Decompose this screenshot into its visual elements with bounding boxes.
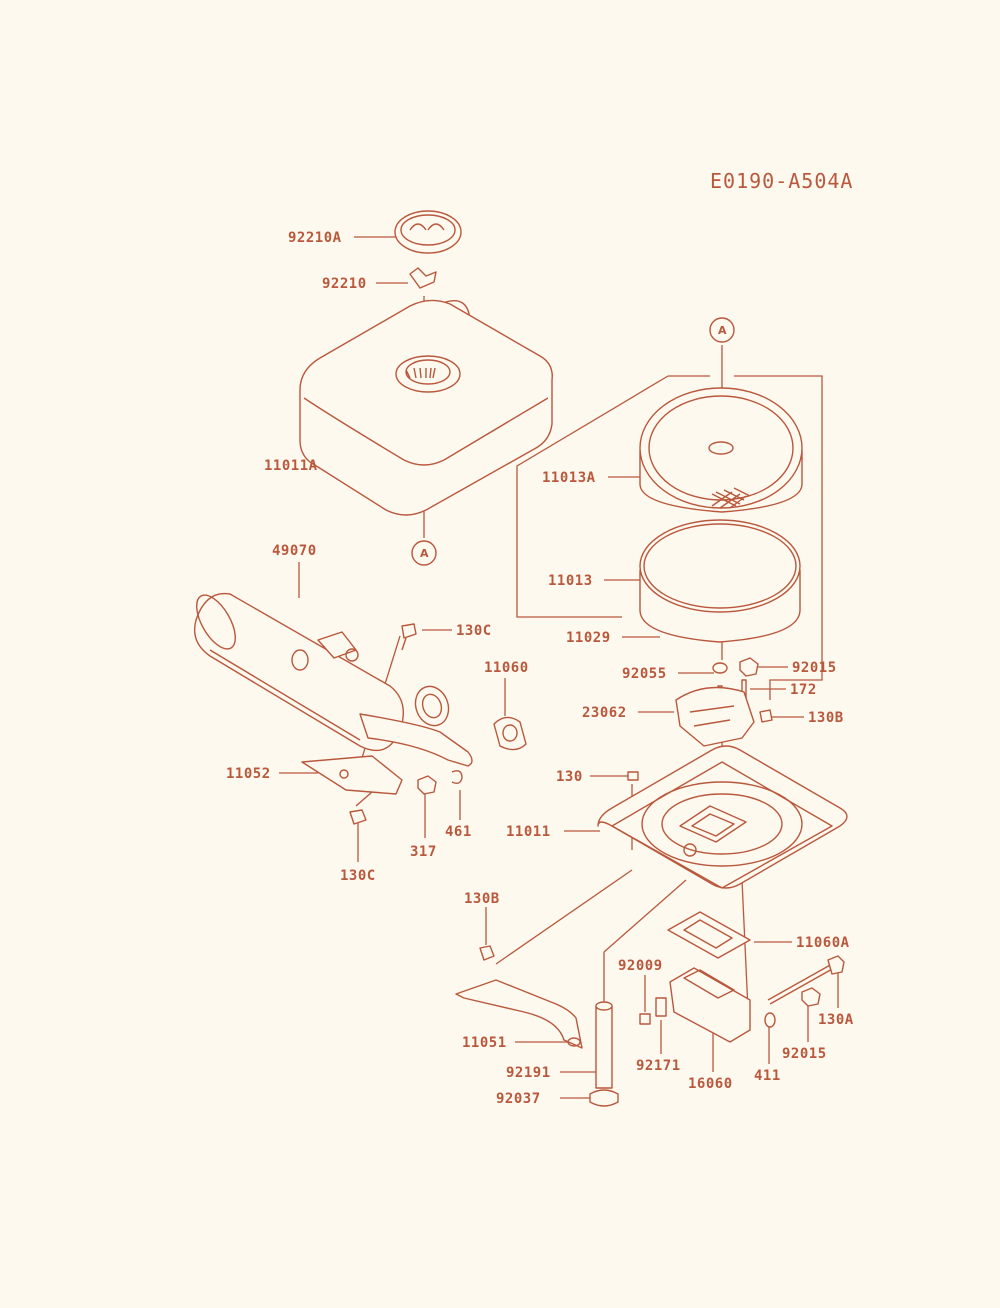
- label-130B-left: 130B: [464, 891, 500, 907]
- label-11013A: 11013A: [542, 470, 596, 486]
- label-11052: 11052: [226, 766, 271, 782]
- label-92015-bottom: 92015: [782, 1046, 827, 1062]
- label-92191: 92191: [506, 1065, 551, 1081]
- label-11029: 11029: [566, 630, 611, 646]
- ref-mark-a-top-label: A: [718, 324, 727, 337]
- part-23062-bracket: [675, 686, 755, 747]
- part-130A-bolt: [767, 955, 845, 1005]
- part-11060A-gasket: [667, 911, 751, 959]
- label-23062: 23062: [582, 705, 627, 721]
- label-130C-bottom: 130C: [340, 868, 376, 884]
- part-130B-bolt-left: [479, 945, 495, 961]
- label-16060: 16060: [688, 1076, 733, 1092]
- label-92171: 92171: [636, 1058, 681, 1074]
- label-411: 411: [754, 1068, 781, 1084]
- part-11052-bracket: [301, 755, 403, 795]
- part-461-clip: [451, 770, 463, 785]
- part-11013A-filter-element: [639, 387, 803, 513]
- part-92015-nut-bottom: [801, 987, 821, 1007]
- part-130-bolt: [627, 771, 639, 781]
- label-11051: 11051: [462, 1035, 507, 1051]
- part-92015-nut-top: [739, 657, 759, 677]
- part-92210-wing-nut: [409, 267, 437, 289]
- ref-mark-a-bottom: [411, 540, 437, 566]
- label-172: 172: [790, 682, 817, 698]
- label-11011: 11011: [506, 824, 551, 840]
- part-130B-bolt-right: [759, 709, 773, 723]
- part-411-washer: [764, 1012, 776, 1028]
- diagram-code: E0190-A504A: [710, 169, 853, 193]
- part-49070-muffler: [193, 592, 473, 767]
- part-92171-clip: [655, 997, 667, 1017]
- part-317-nut: [417, 775, 437, 795]
- label-49070: 49070: [272, 543, 317, 559]
- part-11051-stay: [455, 979, 583, 1049]
- part-16060-holder: [669, 967, 751, 1043]
- part-92191-pipe: [595, 1001, 613, 1089]
- label-92009: 92009: [618, 958, 663, 974]
- label-92037: 92037: [496, 1091, 541, 1107]
- ref-mark-a-bottom-label: A: [420, 547, 429, 560]
- part-92210A-cap: [394, 210, 462, 254]
- ref-mark-a-top: [709, 317, 735, 343]
- label-92210: 92210: [322, 276, 367, 292]
- part-130C-bolt-bottom: [349, 791, 373, 825]
- label-130C-top: 130C: [456, 623, 492, 639]
- label-11011A: 11011A: [264, 458, 318, 474]
- label-130A: 130A: [818, 1012, 854, 1028]
- part-11060-gasket: [493, 716, 527, 751]
- part-11011A-cover: [299, 299, 553, 516]
- part-11013-precleaner: [639, 519, 801, 643]
- part-130C-bolt-top: [401, 623, 417, 651]
- part-labels: 92210A 92210 11011A 11013A 49070 11013 1…: [226, 230, 854, 1107]
- part-92055-washer: [712, 662, 728, 674]
- label-130: 130: [556, 769, 583, 785]
- part-11011-base: [597, 745, 848, 889]
- part-92037-clamp: [589, 1089, 619, 1107]
- label-11060: 11060: [484, 660, 529, 676]
- part-92009-screw: [639, 1013, 651, 1025]
- label-92015-top: 92015: [792, 660, 837, 676]
- label-92055: 92055: [622, 666, 667, 682]
- label-92210A: 92210A: [288, 230, 342, 246]
- label-461: 461: [445, 824, 472, 840]
- label-11060A: 11060A: [796, 935, 850, 951]
- label-317: 317: [410, 844, 437, 860]
- label-11013: 11013: [548, 573, 593, 589]
- label-130B-right: 130B: [808, 710, 844, 726]
